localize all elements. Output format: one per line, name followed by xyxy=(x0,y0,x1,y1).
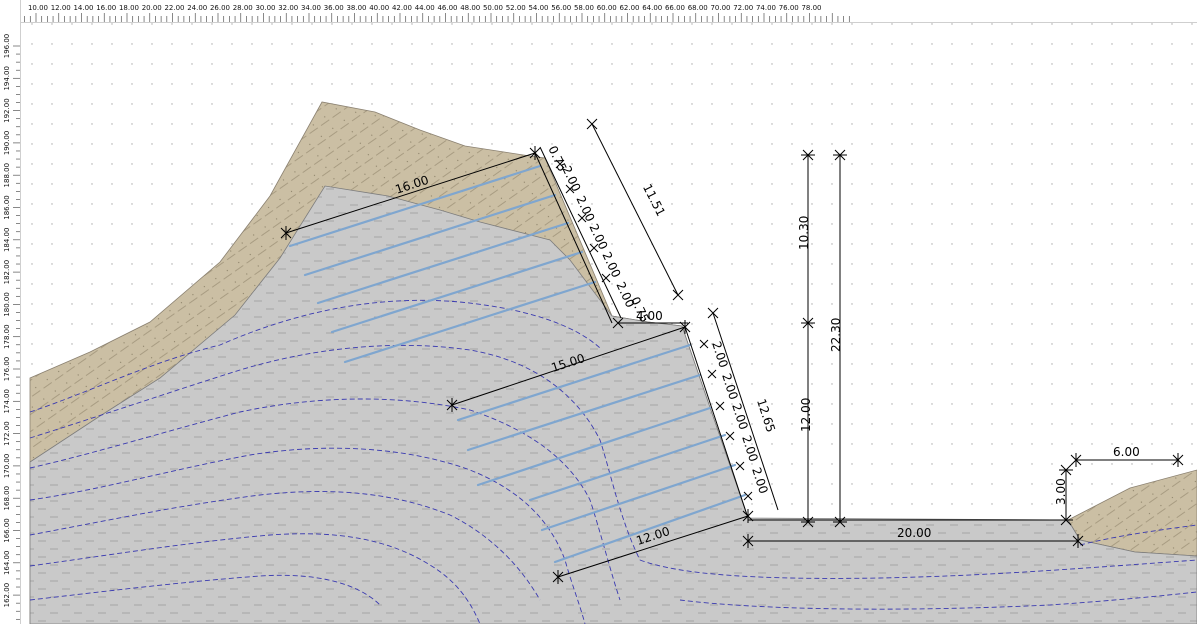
ruler-x-label: 46.00 xyxy=(437,4,457,12)
ruler-x-label: 68.00 xyxy=(688,4,708,12)
ruler-y-label: 184.00 xyxy=(3,228,11,253)
ruler-x-label: 20.00 xyxy=(142,4,162,12)
horizontal-ruler: )010.0012.0014.0016.0018.0020.0022.0024.… xyxy=(0,0,1197,23)
dim-height-total: 22.30 xyxy=(829,318,843,352)
ruler-x-label: 40.00 xyxy=(369,4,389,12)
ruler-y-label: 194.00 xyxy=(3,66,11,91)
dim-height-lower: 12.00 xyxy=(799,398,813,432)
ruler-x-label: 10.00 xyxy=(28,4,48,12)
ruler-y-label: 192.00 xyxy=(3,98,11,123)
ruler-x-label: 30.00 xyxy=(255,4,275,12)
ruler-y-label: 186.00 xyxy=(3,195,11,220)
strata-lines xyxy=(29,299,1197,624)
ruler-y-label: 170.00 xyxy=(3,454,11,479)
ruler-x-label: 66.00 xyxy=(665,4,685,12)
vertical-ruler-svg: 196.00 194.00 192.00 190.00 188.00 186.00 184.… xyxy=(3,34,20,620)
vertical-ruler: 196.00 194.00 192.00 190.00 188.00 186.00 184.… xyxy=(0,0,21,624)
ruler-y-label: 182.00 xyxy=(3,260,11,285)
ruler-y-label: 180.00 xyxy=(3,292,11,317)
ruler-x-label: 74.00 xyxy=(756,4,776,12)
ruler-x-label: 32.00 xyxy=(278,4,298,12)
ruler-x-label: 14.00 xyxy=(73,4,93,12)
ruler-x-label: 62.00 xyxy=(619,4,639,12)
ruler-y-label: 196.00 xyxy=(3,34,11,59)
ruler-x-label: 12.00 xyxy=(51,4,71,12)
ruler-x-label: 42.00 xyxy=(392,4,412,12)
ruler-y-label: 174.00 xyxy=(3,389,11,414)
ruler-y-label: 162.00 xyxy=(3,583,11,608)
ruler-x-label: 72.00 xyxy=(733,4,753,12)
ruler-y-label: 168.00 xyxy=(3,486,11,511)
dim-bench-width: 4.00 xyxy=(636,309,663,323)
main-soil-body xyxy=(29,185,1197,624)
ruler-x-label: 48.00 xyxy=(460,4,480,12)
ruler-y-label: 176.00 xyxy=(3,357,11,382)
ruler-x-label: 78.00 xyxy=(801,4,821,12)
ruler-x-label: 56.00 xyxy=(551,4,571,12)
ruler-x-label: 34.00 xyxy=(301,4,321,12)
ruler-y-label: 190.00 xyxy=(3,131,11,156)
ruler-x-label: 58.00 xyxy=(574,4,594,12)
ruler-x-label: 76.00 xyxy=(779,4,799,12)
ruler-x-label: 52.00 xyxy=(506,4,526,12)
dim-height-upper: 10.30 xyxy=(797,216,811,250)
ruler-y-label: 172.00 xyxy=(3,421,11,446)
ruler-x-label: 54.00 xyxy=(528,4,548,12)
ruler-x-label: 26.00 xyxy=(210,4,230,12)
ruler-x-label: 44.00 xyxy=(415,4,435,12)
dimension-ticks xyxy=(280,118,1184,584)
ruler-y-label: 188.00 xyxy=(3,163,11,188)
ruler-x-label: 24.00 xyxy=(187,4,207,12)
ruler-x-label: 38.00 xyxy=(346,4,366,12)
ruler-x-label: 36.00 xyxy=(324,4,344,12)
drawing-canvas[interactable]: 16.00 15.00 12.00 4.00 11.51 12.65 0.75 … xyxy=(21,23,1197,624)
ruler-x-label: 60.00 xyxy=(597,4,617,12)
ruler-x-label: 18.00 xyxy=(119,4,139,12)
ruler-x-label: 16.00 xyxy=(96,4,116,12)
ruler-x-label: 70.00 xyxy=(710,4,730,12)
anchors xyxy=(288,164,747,564)
ruler-x-label: 64.00 xyxy=(642,4,662,12)
dimension-lines xyxy=(285,123,1178,578)
ruler-x-label: 28.00 xyxy=(233,4,253,12)
ruler-y-label: 166.00 xyxy=(3,518,11,543)
dim-berm-height: 3.00 xyxy=(1054,478,1068,505)
ruler-y-label: 164.00 xyxy=(3,551,11,576)
ruler-x-label: 50.00 xyxy=(483,4,503,12)
dim-base-width: 20.00 xyxy=(897,526,931,540)
ruler-y-label: 178.00 xyxy=(3,324,11,349)
ruler-x-label: 22.00 xyxy=(164,4,184,12)
slope-section-drawing[interactable]: 16.00 15.00 12.00 4.00 11.51 12.65 0.75 … xyxy=(21,23,1197,624)
horizontal-ruler-svg: )010.0012.0014.0016.0018.0020.0022.0024.… xyxy=(4,4,850,22)
dim-berm-width: 6.00 xyxy=(1113,445,1140,459)
